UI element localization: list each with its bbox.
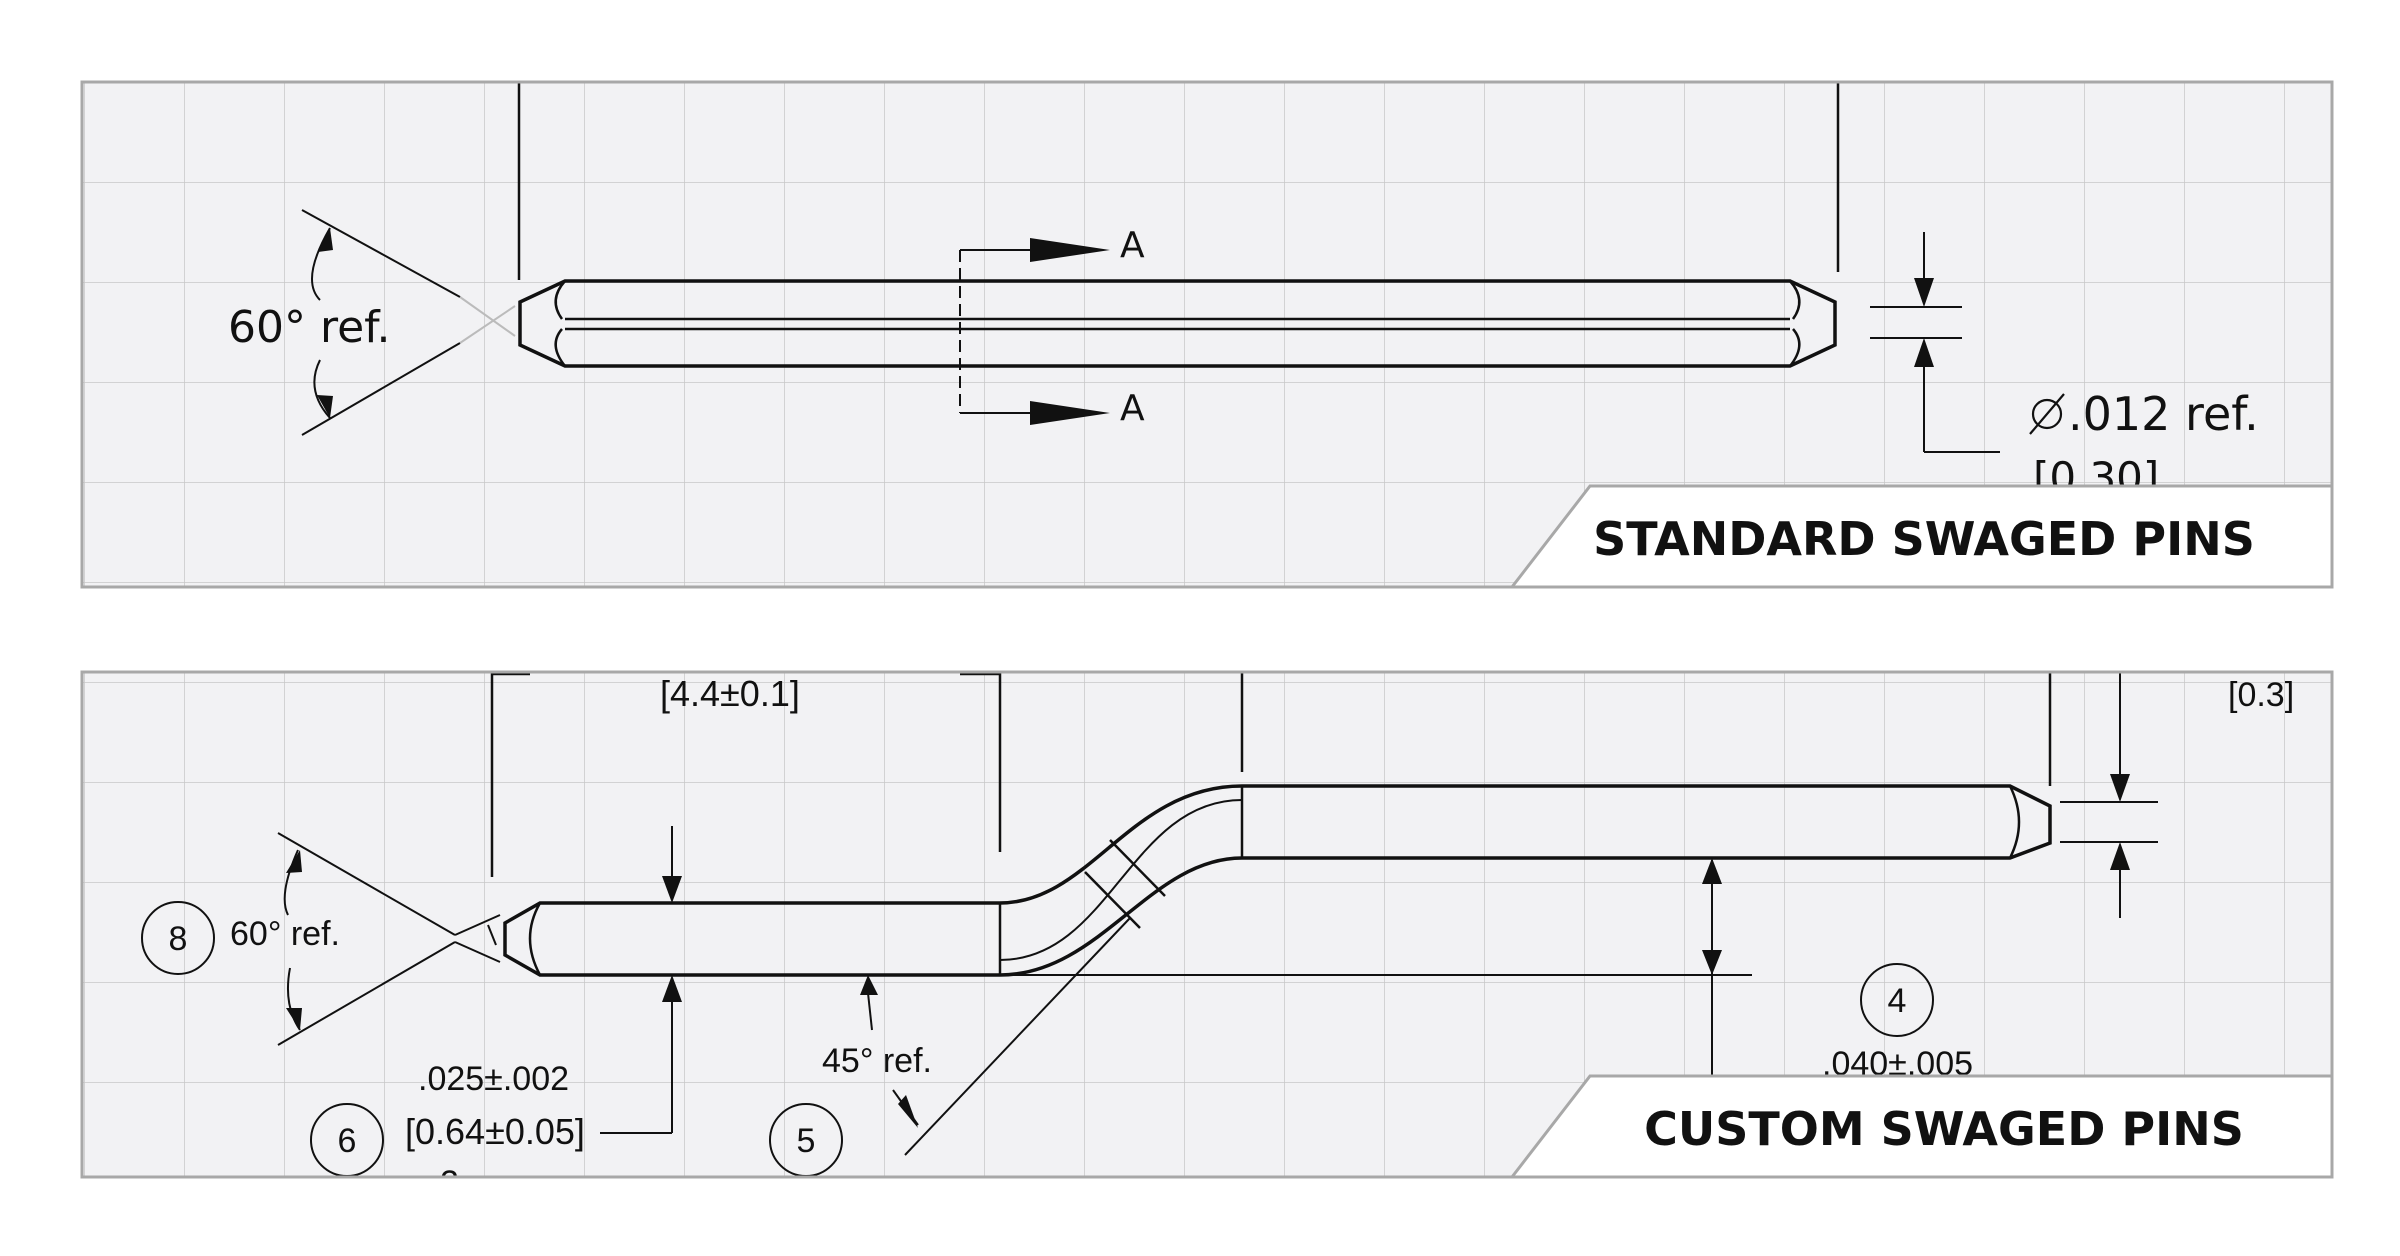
custom-panel: [4.4±0.1] [0.3] 8 60° ref. .025±.002 [0.…	[80, 670, 2334, 1202]
balloon-4: 4	[1888, 982, 1907, 1020]
custom-angle-label: 60° ref.	[230, 915, 340, 953]
diameter-dimension	[1870, 232, 2000, 453]
custom-title: CUSTOM SWAGED PINS	[1644, 1102, 2244, 1156]
custom-pin	[503, 784, 2052, 977]
section-label-bottom: A	[1120, 388, 1145, 429]
standard-title: STANDARD SWAGED PINS	[1593, 512, 2255, 566]
right-thickness-dimension	[2060, 672, 2158, 918]
standard-panel: 60° ref. A A .012 ref. [0.30] STANDARD S…	[80, 80, 2334, 589]
thickness-label: .025±.002	[418, 1060, 569, 1098]
standard-pin	[518, 279, 1837, 368]
standard-angle-dimension	[301, 209, 516, 436]
custom-angle-dimension	[277, 832, 501, 1046]
thickness-extra: 2	[440, 1164, 459, 1202]
diameter-label: .012 ref.	[2068, 387, 2259, 441]
balloon-8-circle	[141, 901, 215, 975]
section-label-top: A	[1120, 225, 1145, 266]
standard-title-tab: STANDARD SWAGED PINS	[1508, 484, 2334, 589]
standard-angle-label: 60° ref.	[228, 302, 390, 353]
top-right-metric-label: [0.3]	[2228, 676, 2294, 714]
custom-title-tab: CUSTOM SWAGED PINS	[1508, 1074, 2334, 1179]
section-line-a	[959, 249, 1040, 414]
angle-45-label: 45° ref.	[822, 1042, 932, 1080]
diameter-icon	[2029, 393, 2065, 435]
balloon-5: 5	[797, 1122, 816, 1160]
top-metric-label: [4.4±0.1]	[660, 673, 800, 714]
thickness-metric: [0.64±0.05]	[405, 1111, 585, 1152]
balloon-6: 6	[338, 1122, 357, 1160]
thickness-dimension	[600, 826, 673, 1134]
balloon-8: 8	[169, 920, 188, 958]
balloon-4-circle	[1860, 963, 1934, 1037]
